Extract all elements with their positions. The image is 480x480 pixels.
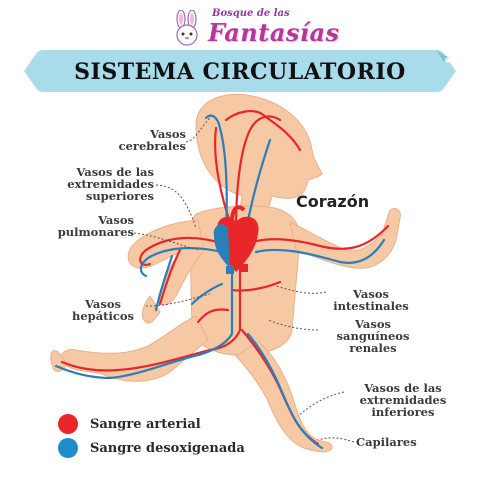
- label-vasos-extremidades-superiores: Vasos de las extremidades superiores: [67, 165, 154, 203]
- page-title: SISTEMA CIRCULATORIO: [74, 59, 406, 85]
- label-vasos-intestinales: Vasos intestinales: [333, 287, 409, 313]
- bunny-icon: [176, 10, 198, 46]
- label-vasos-sanguineos-renales: Vasos sanguíneos renales: [336, 317, 410, 355]
- arterial-vessels: [60, 110, 390, 446]
- label-vasos-extremidades-inferiores: Vasos de las extremidades inferiores: [359, 381, 447, 419]
- label-pointers: [133, 117, 355, 443]
- label-vasos-hepaticos: Vasos hepáticos: [72, 297, 134, 323]
- legend-item-desoxigenada: Sangre desoxigenada: [58, 438, 245, 458]
- logo-subtitle: Bosque de las: [212, 8, 290, 19]
- label-vasos-cerebrales: Vasos cerebrales: [118, 127, 186, 153]
- logo-title: Fantasías: [208, 18, 340, 47]
- legend-swatch-arterial: [58, 414, 78, 434]
- brand-logo: Bosque de las Fantasías: [170, 8, 339, 52]
- legend-label: Sangre desoxigenada: [90, 440, 245, 456]
- title-banner: [24, 50, 456, 92]
- legend-label: Sangre arterial: [90, 416, 201, 432]
- heart-icon: [213, 205, 259, 274]
- legend-item-arterial: Sangre arterial: [58, 414, 201, 434]
- legend-swatch-desoxigenada: [58, 438, 78, 458]
- label-capilares: Capilares: [356, 435, 417, 449]
- label-vasos-pulmonares: Vasos pulmonares: [57, 213, 134, 239]
- label-corazon: Corazón: [296, 192, 370, 211]
